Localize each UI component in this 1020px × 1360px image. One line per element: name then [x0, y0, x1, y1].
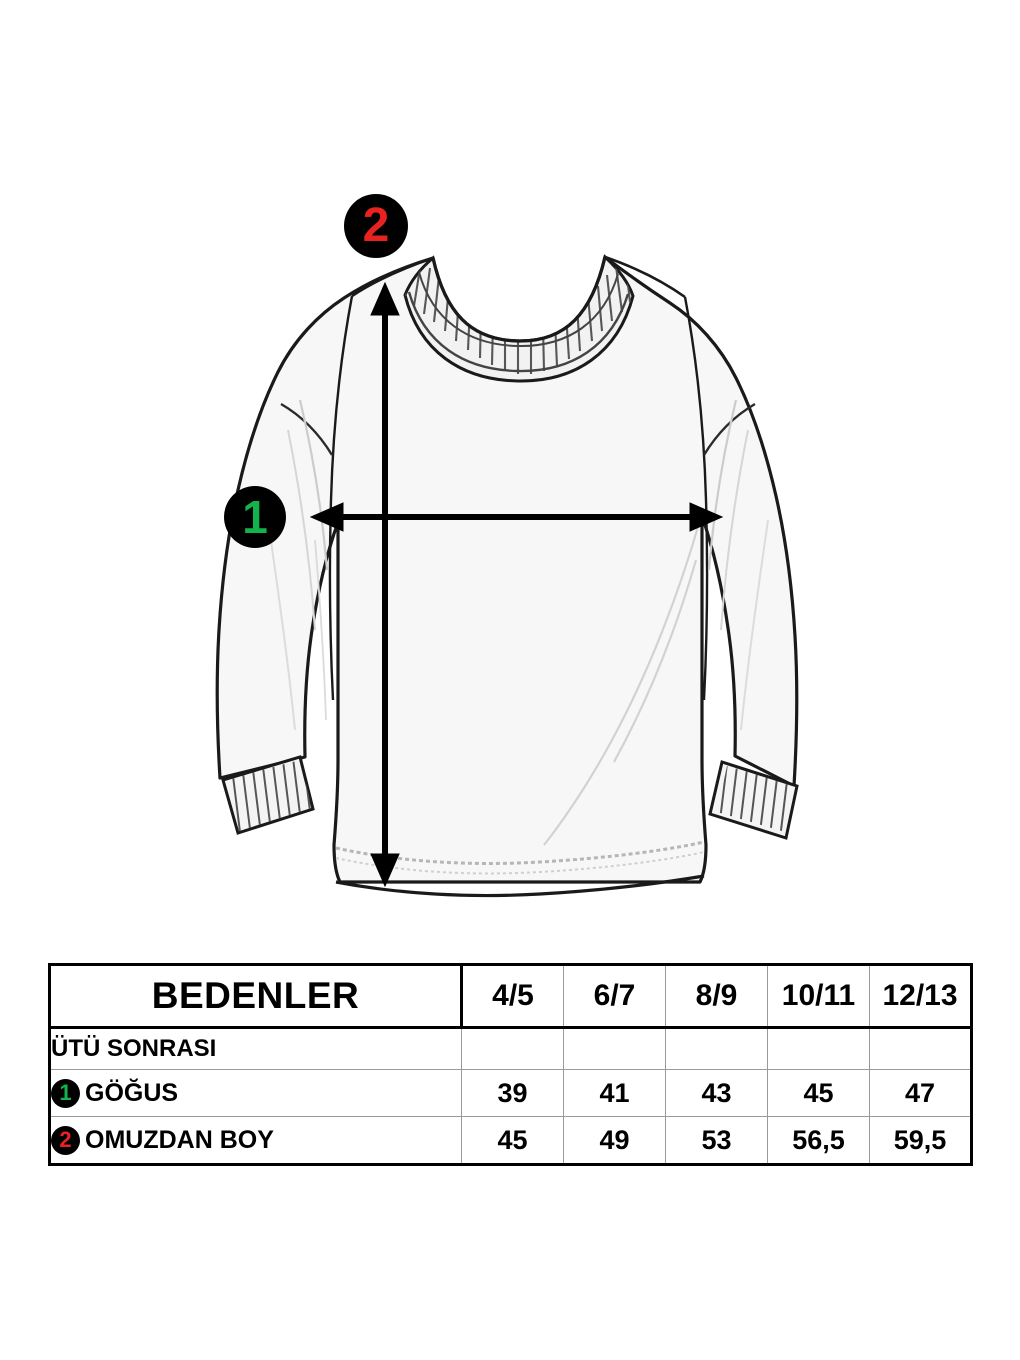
chest-row-badge: 1	[51, 1078, 80, 1108]
garment-body-shape	[215, 255, 799, 884]
table-subheader-row: ÜTÜ SONRASI	[49, 1027, 972, 1070]
length-row-label-text: OMUZDAN BOY	[85, 1125, 274, 1154]
subheader-empty-3	[665, 1027, 768, 1070]
length-row-badge: 2	[51, 1125, 80, 1155]
sweatshirt-technical-drawing	[215, 254, 799, 898]
length-marker-badge: 2	[344, 194, 408, 258]
chest-value-12-13: 47	[869, 1069, 972, 1117]
size-header-12-13: 12/13	[869, 964, 972, 1029]
size-chart-table: BEDENLER 4/5 6/7 8/9 10/11 12/13 ÜTÜ SON…	[48, 963, 973, 1166]
body-drape-folds	[543, 519, 702, 846]
chest-value-8-9: 43	[665, 1069, 768, 1117]
table-header-row: BEDENLER 4/5 6/7 8/9 10/11 12/13	[49, 964, 972, 1029]
subheader-empty-4	[767, 1027, 870, 1070]
garment-illustration-panel: 1 2	[215, 194, 799, 898]
chest-value-10-11: 45	[767, 1069, 870, 1117]
chest-marker-badge: 1	[224, 486, 286, 548]
subheader-empty-1	[461, 1027, 564, 1070]
measure-label-chest: 1 GÖĞUS	[49, 1069, 462, 1117]
subheader-label-cell: ÜTÜ SONRASI	[49, 1027, 462, 1070]
size-header-8-9: 8/9	[665, 964, 768, 1029]
size-header-10-11: 10/11	[767, 964, 870, 1029]
shoulder-seams	[351, 255, 686, 299]
length-value-12-13: 59,5	[869, 1116, 972, 1165]
table-row: 2 OMUZDAN BOY 45 49 53 56,5 59,5	[49, 1116, 972, 1165]
sleeve-fold-lines	[267, 295, 769, 731]
measure-label-length: 2 OMUZDAN BOY	[49, 1116, 462, 1165]
table-row: 1 GÖĞUS 39 41 43 45 47	[49, 1069, 972, 1117]
chest-row-label-text: GÖĞUS	[85, 1078, 179, 1107]
length-measure-arrow	[370, 281, 400, 888]
subheader-empty-2	[563, 1027, 666, 1070]
size-header-6-7: 6/7	[563, 964, 666, 1029]
subheader-empty-5	[869, 1027, 972, 1070]
chest-value-4-5: 39	[461, 1069, 564, 1117]
cuff-right	[708, 760, 799, 840]
chest-measure-arrow	[309, 502, 724, 532]
size-header-4-5: 4/5	[461, 964, 564, 1029]
length-value-10-11: 56,5	[767, 1116, 870, 1165]
length-value-4-5: 45	[461, 1116, 564, 1165]
length-value-6-7: 49	[563, 1116, 666, 1165]
size-chart-table-wrap: BEDENLER 4/5 6/7 8/9 10/11 12/13 ÜTÜ SON…	[48, 963, 973, 1166]
cuff-left	[221, 755, 315, 835]
table-title-cell: BEDENLER	[49, 964, 463, 1029]
length-value-8-9: 53	[665, 1116, 768, 1165]
chest-value-6-7: 41	[563, 1069, 666, 1117]
